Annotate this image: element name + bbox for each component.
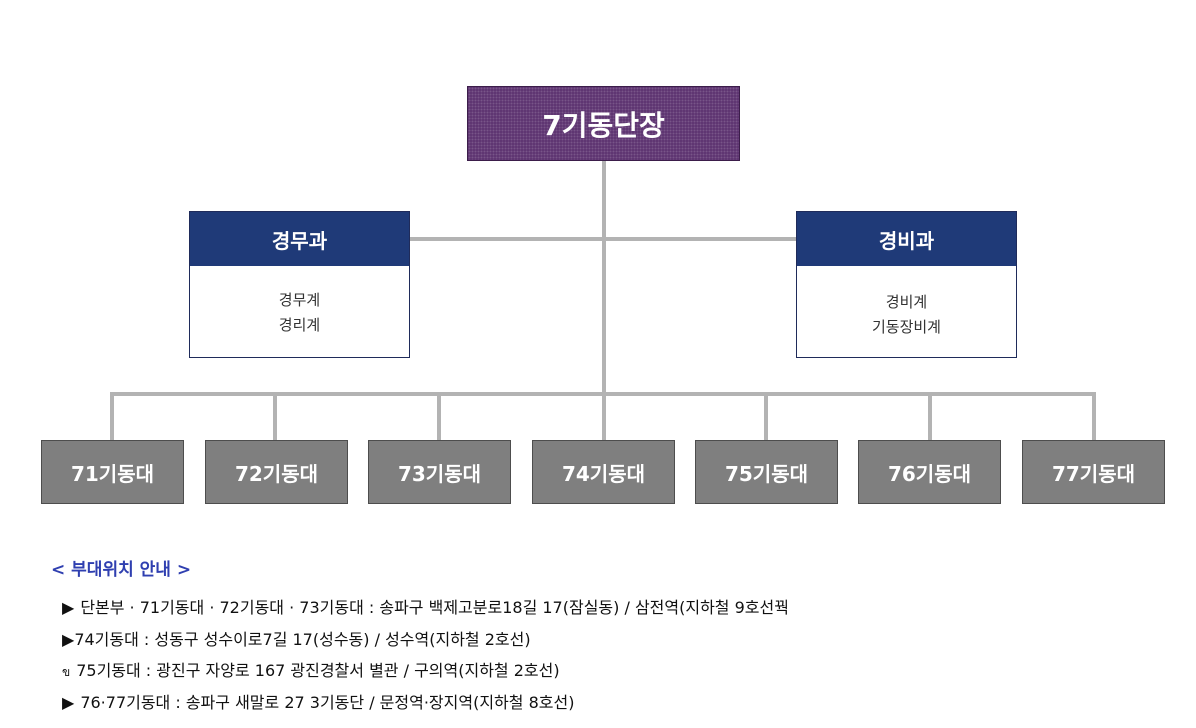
location-line: ▶ 단본부 · 71기동대 · 72기동대 · 73기동대 : 송파구 백제고분로… [62,594,789,618]
department-security: 경비과 경비계 기동장비계 [796,211,1017,358]
location-text: 75기동대 : 광진구 자양로 167 광진경찰서 별관 / 구의역(지하철 2… [76,661,560,680]
department-general-affairs: 경무과 경무계 경리계 [189,211,410,358]
bullet-icon: ▶ [62,630,75,649]
location-line: ▶74기동대 : 성동구 성수이로7길 17(성수동) / 성수역(지하철 2호… [62,626,531,650]
unit-76: 76기동대 [858,440,1001,504]
unit-71: 71기동대 [41,440,184,504]
unit-72: 72기동대 [205,440,348,504]
unit-75: 75기동대 [695,440,838,504]
connector-departments [409,237,797,241]
department-item: 경비계 [885,293,928,311]
commander-label: 7기동단장 [542,108,665,142]
connector-unit-73 [437,392,441,440]
location-text: 74기동대 : 성동구 성수이로7길 17(성수동) / 성수역(지하철 2호선… [74,630,531,649]
location-text: 단본부 · 71기동대 · 72기동대 · 73기동대 : 송파구 백제고분로1… [80,598,789,617]
location-info-title: < 부대위치 안내 > [51,560,192,580]
connector-unit-77 [1092,392,1096,440]
department-item: 경리계 [278,316,321,334]
connector-trunk [602,161,606,394]
bullet-icon: ▶ [62,693,75,712]
unit-73: 73기동대 [368,440,511,504]
department-item: 경무계 [278,291,321,309]
bullet-icon: ▶ [62,598,75,617]
department-items: 경무계 경리계 [190,266,409,338]
department-items: 경비계 기동장비계 [797,266,1016,340]
connector-unit-74 [602,392,606,440]
department-title: 경비과 [797,212,1016,266]
unit-74: 74기동대 [532,440,675,504]
bullet-icon: ข [62,665,71,679]
location-line: ข 75기동대 : 광진구 자양로 167 광진경찰서 별관 / 구의역(지하철 … [62,657,560,682]
department-item: 기동장비계 [871,318,941,336]
commander-box: 7기동단장 [467,86,740,161]
unit-77: 77기동대 [1022,440,1165,504]
connector-unit-75 [764,392,768,440]
location-text: 76·77기동대 : 송파구 새말로 27 3기동단 / 문정역·장지역(지하철… [80,693,575,712]
department-title: 경무과 [190,212,409,266]
location-line: ▶ 76·77기동대 : 송파구 새말로 27 3기동단 / 문정역·장지역(지하… [62,689,574,713]
connector-unit-71 [110,392,114,440]
connector-unit-76 [928,392,932,440]
connector-unit-72 [273,392,277,440]
